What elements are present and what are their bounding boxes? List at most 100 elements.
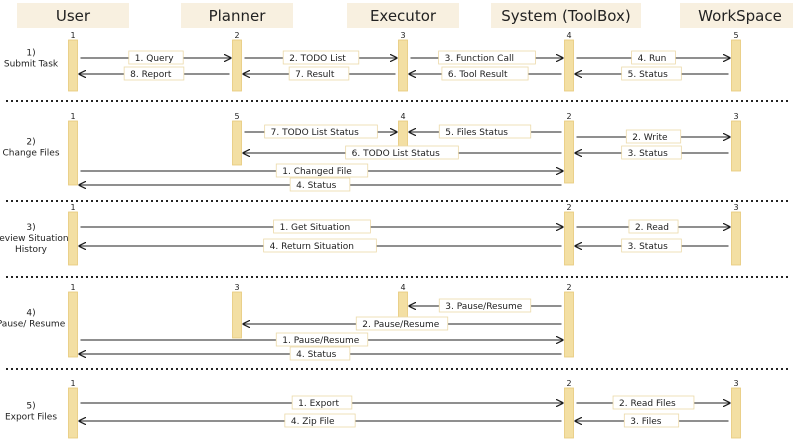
message-label-box [355, 316, 449, 331]
message-label: 2. Pause/Resume [362, 320, 439, 330]
activation-bar-user [68, 291, 78, 358]
activation-bar-user [68, 39, 78, 92]
message-arrow: 4. Return Situation [78, 238, 562, 253]
section-label-line: 2) [26, 138, 35, 148]
activation-bar-planner [232, 39, 242, 92]
message-arrow: 2. Read [576, 219, 731, 234]
activation-bar-planner [232, 120, 242, 166]
message-arrow: 2. TODO List [244, 50, 398, 65]
message-label: 4. Run [638, 54, 667, 64]
message-arrow: 3. Status [574, 238, 729, 253]
message-label: 5. Files Status [445, 128, 508, 138]
actor-header-planner: Planner [181, 3, 293, 28]
section-label-line: Submit Task [4, 60, 59, 70]
actor-header-name: Executor [370, 7, 437, 25]
message-label: 3. Pause/Resume [445, 302, 522, 312]
message-arrow: 4. Run [576, 50, 731, 65]
message-label: 3. Files [630, 417, 662, 427]
activation-number: 4 [566, 31, 571, 40]
activation-number: 1 [70, 203, 75, 212]
message-label-box [275, 163, 369, 178]
actor-header-box [181, 3, 293, 28]
actor-header-box [347, 3, 459, 28]
activation-number: 1 [70, 283, 75, 292]
message-label-box [621, 66, 682, 81]
section-label: 2)Change Files [2, 138, 59, 159]
activation-bar-workspace [731, 120, 741, 172]
message-label: 6. Tool Result [448, 70, 508, 80]
message-label: 3. Status [628, 149, 668, 159]
message-label-box [612, 395, 695, 410]
message-arrow: 3. Pause/Resume [408, 298, 562, 313]
message-label: 7. TODO List Status [271, 128, 359, 138]
activation-bar-workspace [731, 211, 741, 266]
message-label-box [625, 129, 682, 144]
message-label: 2. TODO List [289, 54, 346, 64]
activation-number: 4 [400, 112, 405, 121]
activation-number: 2 [566, 379, 571, 388]
actor-header-name: User [56, 7, 91, 25]
message-arrow: 4. Zip File [78, 413, 562, 428]
activation-bar-user [68, 211, 78, 266]
message-label: 4. Zip File [291, 417, 335, 427]
actor-header-name: Planner [209, 7, 267, 25]
actor-header-name: System (ToolBox) [501, 7, 630, 25]
message-label: 5. Status [628, 70, 668, 80]
message-label: 2. Write [632, 133, 668, 143]
activation-number: 2 [234, 31, 239, 40]
message-label-box [273, 219, 371, 234]
message-label: 1. Changed File [282, 167, 352, 177]
actor-header-box [17, 3, 129, 28]
message-label: 2. Read Files [619, 399, 676, 409]
activation-bar-toolbox [564, 39, 574, 92]
section-label-line: Export Files [5, 413, 57, 423]
message-arrow: 1. Pause/Resume [80, 332, 564, 347]
message-label-box [282, 50, 360, 65]
message-label: 1. Get Situation [280, 223, 351, 233]
message-label: 4. Return Situation [270, 242, 354, 252]
activation-bar-executor [398, 39, 408, 92]
message-arrow: 4. Status [78, 346, 562, 361]
message-label-box [289, 177, 351, 192]
message-label: 3. Status [628, 242, 668, 252]
section-label: 5)Export Files [5, 402, 57, 423]
message-arrow: 2. Read Files [576, 395, 731, 410]
message-arrow: 6. TODO List Status [242, 145, 562, 160]
message-arrow: 3. Status [574, 145, 729, 160]
message-label: 6. TODO List Status [352, 149, 440, 159]
message-label-box [263, 238, 377, 253]
activation-number: 3 [733, 203, 738, 212]
message-arrow: 1. Export [80, 395, 564, 410]
activation-bar-planner [232, 291, 242, 339]
message-label-box [264, 124, 378, 139]
message-label-box [123, 66, 185, 81]
message-arrow: 1. Get Situation [80, 219, 564, 234]
activation-number: 5 [733, 31, 738, 40]
activation-bar-workspace [731, 387, 741, 439]
message-arrow: 1. Changed File [80, 163, 564, 178]
message-label-box [128, 50, 184, 65]
actor-header-name: WorkSpace [698, 7, 782, 25]
section-label-line: 1) [26, 49, 35, 59]
actor-header-toolbox: System (ToolBox) [491, 3, 641, 28]
activation-number: 3 [733, 112, 738, 121]
section-label: 1)Submit Task [4, 49, 59, 70]
message-label-box [288, 66, 350, 81]
message-label: 1. Query [135, 54, 174, 64]
activation-bar-toolbox [564, 211, 574, 266]
message-label-box [438, 124, 532, 139]
activation-bar-toolbox [564, 120, 574, 184]
message-label-box [275, 332, 369, 347]
message-label-box [291, 395, 353, 410]
message-arrow: 2. Pause/Resume [242, 316, 562, 331]
activation-number: 5 [234, 112, 239, 121]
message-label: 1. Pause/Resume [282, 336, 359, 346]
message-label: 1. Export [298, 399, 339, 409]
activation-number: 2 [566, 203, 571, 212]
section-label-line: Review Situation [0, 234, 69, 244]
message-arrow: 1. Query [80, 50, 232, 65]
